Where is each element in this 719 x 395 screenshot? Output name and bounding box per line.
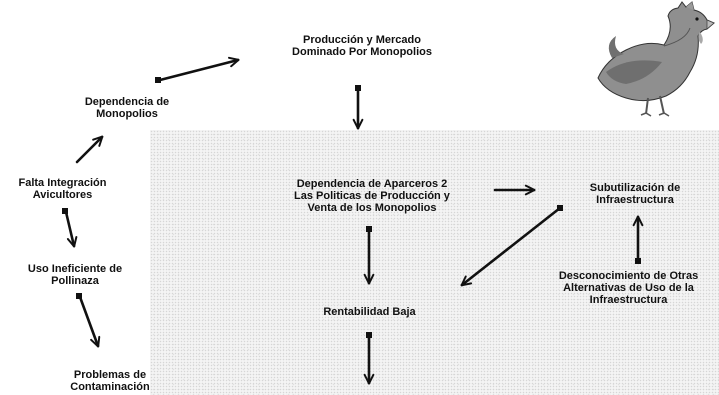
arrow-tail-falta [62, 208, 68, 214]
node-desconocimiento: Desconocimiento de Otras Alternativas de… [546, 270, 711, 306]
node-subutilizacion: Subutilización de Infraestructura [570, 182, 700, 206]
node-desconocimiento-line-1: Desconocimiento de Otras [558, 270, 699, 282]
arrow-subutilizacion-to-rentabilidad [460, 206, 562, 287]
arrow-dep-monopolios-to-produccion [158, 56, 240, 82]
node-uso-ineficiente-line-1: Uso Ineficiente de [27, 263, 123, 275]
arrow-falta-to-uso [64, 210, 78, 248]
node-rentabilidad-baja: Rentabilidad Baja [312, 306, 427, 318]
arrow-tail-dep-monopolios [155, 77, 161, 83]
node-uso-ineficiente-line-2: Pollinaza [51, 275, 99, 287]
node-falta-integracion-line-1: Falta Integración [18, 177, 107, 189]
node-dependencia-aparceros-line-3: Venta de los Monopolios [307, 202, 437, 214]
node-dependencia-aparceros: Dependencia de Aparceros 2 Las Politicas… [262, 178, 482, 214]
node-falta-integracion-line-2: Avicultores [32, 189, 93, 201]
node-produccion-mercado: Producción y Mercado Dominado Por Monopo… [262, 34, 462, 58]
node-dependencia-aparceros-line-1: Dependencia de Aparceros 2 [296, 178, 448, 190]
node-rentabilidad-baja-line-1: Rentabilidad Baja [323, 306, 416, 318]
arrow-uso-to-problemas [78, 295, 101, 348]
node-subutilizacion-line-2: Infraestructura [596, 194, 674, 206]
node-falta-integracion: Falta Integración Avicultores [0, 177, 125, 201]
node-desconocimiento-line-2: Alternativas de Uso de la [563, 282, 694, 294]
node-desconocimiento-line-3: Infraestructura [589, 294, 668, 306]
halftone-background [150, 130, 719, 395]
node-dependencia-monopolios-line-2: Monopolios [96, 108, 158, 120]
node-produccion-mercado-line-2: Dominado Por Monopolios [292, 46, 432, 58]
node-dependencia-aparceros-line-2: Las Politicas de Producción y [294, 190, 450, 202]
node-uso-ineficiente: Uso Ineficiente de Pollinaza [10, 263, 140, 287]
arrow-tail-uso [76, 293, 82, 299]
node-produccion-mercado-line-1: Producción y Mercado [303, 34, 421, 46]
node-subutilizacion-line-1: Subutilización de [589, 182, 681, 194]
node-problemas-contaminacion: Problemas de Contaminación [55, 369, 165, 393]
arrow-falta-to-dep-monopolios [75, 135, 104, 164]
node-dependencia-monopolios-line-1: Dependencia de [84, 96, 170, 108]
hen-illustration [597, 1, 715, 117]
node-problemas-contaminacion-line-1: Problemas de [73, 369, 147, 381]
node-dependencia-monopolios: Dependencia de Monopolios [62, 96, 192, 120]
node-problemas-contaminacion-line-2: Contaminación [70, 381, 150, 393]
